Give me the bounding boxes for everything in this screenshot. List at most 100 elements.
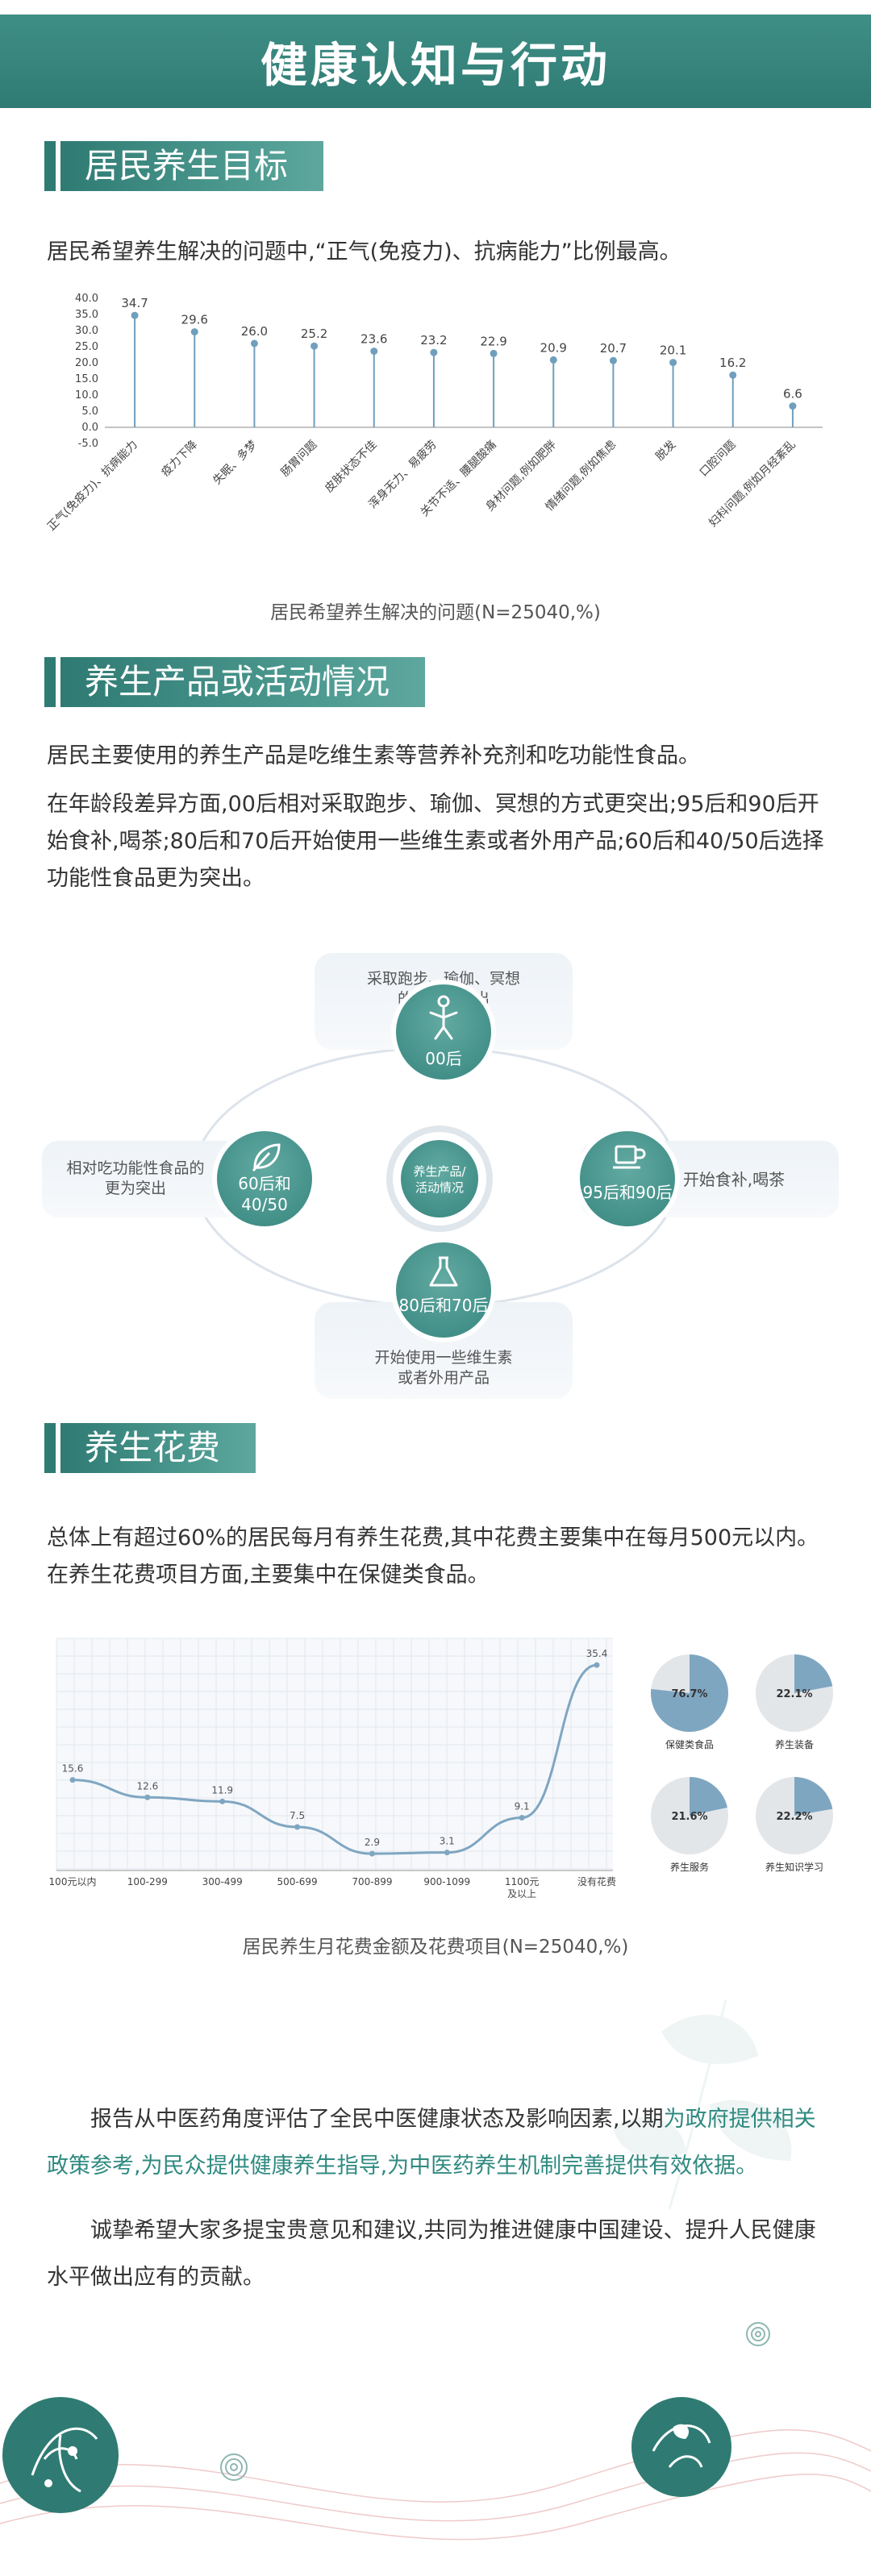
category-label: 口腔问题 <box>698 439 739 480</box>
point <box>369 1850 375 1857</box>
point <box>69 1777 76 1783</box>
y-tick-label: 30.0 <box>75 325 98 337</box>
closing-text: 报告从中医药角度评估了全民中医健康状态及影响因素,以期为政府提供相关政策参考,为… <box>47 2096 833 2312</box>
point <box>669 359 677 367</box>
pie-label: 保健类食品 <box>665 1738 714 1750</box>
section-heading-goals: 居民养生目标 <box>44 141 324 191</box>
value-label: 35.4 <box>586 1648 608 1659</box>
center-hub-inner <box>401 1140 478 1217</box>
problems-lollipop-chart: 40.035.030.025.020.015.010.05.00.0-5.034… <box>45 293 823 534</box>
value-label: 9.1 <box>515 1800 530 1812</box>
section2-p2: 在年龄段差异方面,00后相对采取跑步、瑜伽、冥想的方式更突出;95后和90后开始… <box>47 792 824 891</box>
node-left-label: 60后和 40/50 <box>238 1174 290 1214</box>
pie-value-label: 76.7% <box>671 1688 707 1700</box>
point <box>549 356 557 364</box>
intro-text: 居民希望养生解决的问题中,“正气(免疫力)、抗病能力”比例最高。 <box>47 239 681 264</box>
value-label: 23.6 <box>360 332 387 347</box>
closing-p1: 报告从中医药角度评估了全民中医健康状态及影响因素,以期为政府提供相关政策参考,为… <box>47 2096 833 2190</box>
y-tick-label: 0.0 <box>81 422 98 434</box>
point <box>729 371 737 379</box>
point <box>190 328 198 336</box>
category-label: 失眠、多梦 <box>210 438 260 488</box>
heading-bar <box>44 1423 56 1473</box>
page-title: 健康认知与行动 <box>260 38 611 93</box>
section3-text: 总体上有超过60%的居民每月有养生花费,其中花费主要集中在每月500元以内。 在… <box>47 1520 833 1594</box>
center-label: 养生产品/活动情况 <box>413 1164 466 1195</box>
section2-text: 居民主要使用的养生产品是吃维生素等营养补充剂和吃功能性食品。 在年龄段差异方面,… <box>47 738 833 909</box>
pie-value-label: 22.1% <box>776 1688 812 1700</box>
value-label: 25.2 <box>301 327 327 341</box>
y-tick-label: 35.0 <box>75 309 98 321</box>
pie-slice <box>651 1654 728 1732</box>
node-bottom <box>391 1238 496 1342</box>
value-label: 26.0 <box>241 324 268 339</box>
decorative-waves <box>0 2429 871 2541</box>
pie-slice <box>794 1777 833 1816</box>
pie-value-label: 22.2% <box>776 1811 812 1823</box>
y-tick-label: -5.0 <box>78 438 98 450</box>
plot-area <box>56 1638 613 1871</box>
category-label: 疫力下降 <box>159 439 200 480</box>
point <box>490 349 498 357</box>
value-label: 11.9 <box>211 1784 233 1796</box>
node-top <box>391 980 496 1084</box>
section-heading-spending: 养生花费 <box>44 1423 256 1473</box>
node-right <box>575 1126 680 1231</box>
y-tick-label: 20.0 <box>75 357 98 369</box>
decorative-background <box>0 1999 871 2541</box>
chart1-caption: 居民希望养生解决的问题(N=25040,%) <box>270 602 601 623</box>
section-title: 养生产品或活动情况 <box>60 657 426 707</box>
node-bottom-label: 80后和70后 <box>399 1296 489 1315</box>
series-line <box>72 1663 598 1855</box>
pie-label: 养生装备 <box>775 1738 814 1750</box>
desc-right: 开始食补,喝茶 <box>683 1170 785 1189</box>
category-label: 900-1099 <box>423 1876 470 1887</box>
section3-p1: 总体上有超过60%的居民每月有养生花费,其中花费主要集中在每月500元以内。 <box>47 1525 819 1550</box>
category-label: 脱发 <box>653 439 678 464</box>
y-tick-label: 40.0 <box>75 293 98 305</box>
node-left <box>212 1126 317 1231</box>
spending-line-chart: 15.6100元以内12.6100-29911.9300-4997.5500-6… <box>49 1638 616 1900</box>
pie-slice <box>794 1654 833 1693</box>
category-label: 500-699 <box>277 1876 318 1887</box>
pie-label: 养生知识学习 <box>765 1861 823 1873</box>
heading-bar <box>44 657 56 707</box>
point <box>310 342 319 350</box>
node-right-label: 95后和90后 <box>583 1183 673 1202</box>
value-label: 3.1 <box>440 1836 455 1847</box>
desc-card-bottom <box>315 1302 573 1399</box>
node-left-label-line2: 40/50 <box>241 1195 288 1214</box>
value-label: 29.6 <box>181 313 208 327</box>
herb-emblem-left <box>2 2397 119 2513</box>
node-left-label-line1: 60后和 <box>238 1174 290 1193</box>
point <box>370 347 378 356</box>
category-label: 及以上 <box>507 1888 536 1900</box>
y-tick-label: 5.0 <box>81 406 98 418</box>
point <box>609 356 617 364</box>
point <box>430 348 438 356</box>
herb-emblem-right <box>631 2397 731 2497</box>
yoga-icon <box>429 995 458 1040</box>
value-label: 23.2 <box>420 333 447 347</box>
pie-value-label: 21.6% <box>671 1811 707 1823</box>
y-tick-label: 15.0 <box>75 373 98 385</box>
value-label: 6.6 <box>783 387 802 402</box>
category-label: 300-499 <box>202 1876 243 1887</box>
point <box>594 1662 600 1668</box>
cup-icon <box>613 1145 646 1169</box>
section-title: 养生花费 <box>60 1423 256 1473</box>
swirl-icon <box>220 2322 770 2481</box>
desc-bottom: 开始使用一些维生素或者外用产品 <box>374 1349 512 1387</box>
point <box>131 311 139 319</box>
section3-p2: 在养生花费项目方面,主要集中在保健类食品。 <box>47 1563 490 1588</box>
point <box>250 339 258 347</box>
value-label: 2.9 <box>365 1837 380 1848</box>
point <box>294 1824 301 1830</box>
section2-p1: 居民主要使用的养生产品是吃维生素等营养补充剂和吃功能性食品。 <box>47 743 700 768</box>
page-banner: 健康认知与行动 <box>0 15 871 108</box>
closing-p1-plain: 报告从中医药角度评估了全民中医健康状态及影响因素,以期 <box>90 2107 664 2132</box>
closing-p1-highlight: 为政府提供相关政策参考,为民众提供健康养生指导,为中医药养生机制完善提供有效依据… <box>47 2107 816 2179</box>
category-label: 正气(免疫力)、抗病能力 <box>45 439 140 534</box>
category-label: 1100元 <box>505 1876 540 1887</box>
